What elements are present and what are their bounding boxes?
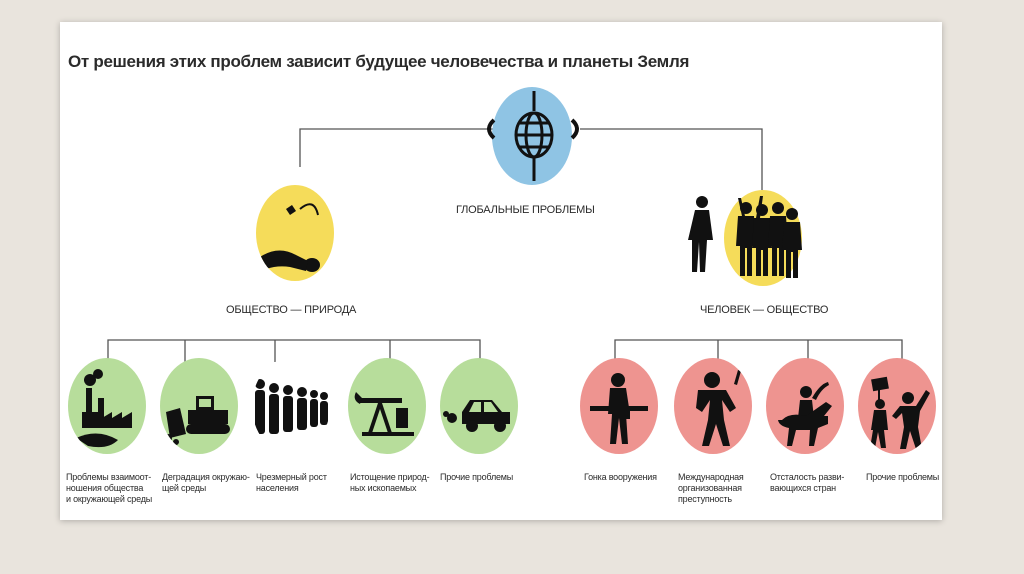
factory-icon bbox=[68, 358, 146, 454]
caption-arms-race: Гонка вооружения bbox=[584, 472, 657, 483]
other-nature-circle bbox=[440, 358, 518, 454]
slide: От решения этих проблем зависит будущее … bbox=[60, 22, 942, 520]
arms-race-circle bbox=[580, 358, 658, 454]
crowd-icon bbox=[252, 358, 330, 454]
car-icon bbox=[440, 358, 518, 454]
backwardness-circle bbox=[766, 358, 844, 454]
factory-circle bbox=[68, 358, 146, 454]
bulldozer-circle bbox=[160, 358, 238, 454]
other-society-circle bbox=[858, 358, 936, 454]
crowd-people-icon bbox=[686, 180, 806, 290]
resting-person-icon bbox=[256, 185, 334, 281]
caption-resource-depletion: Истощение природ- ных ископаемых bbox=[350, 472, 429, 494]
population-circle bbox=[252, 358, 330, 454]
soldier-icon bbox=[580, 358, 658, 454]
caption-environment-degradation: Деградация окружаю- щей среды bbox=[162, 472, 250, 494]
caption-population-growth: Чрезмерный рост населения bbox=[256, 472, 327, 494]
protesters-icon bbox=[858, 358, 936, 454]
branch-right-label: ЧЕЛОВЕК — ОБЩЕСТВО bbox=[700, 304, 828, 316]
resources-circle bbox=[348, 358, 426, 454]
caption-backwardness: Отсталость разви- вающихся стран bbox=[770, 472, 844, 494]
root-label: ГЛОБАЛЬНЫЕ ПРОБЛЕМЫ bbox=[456, 204, 595, 216]
branch-left-circle bbox=[256, 185, 334, 281]
caption-other-society: Прочие проблемы bbox=[866, 472, 939, 483]
donkey-rider-icon bbox=[766, 358, 844, 454]
caption-environment-relations: Проблемы взаимоот- ношения общества и ок… bbox=[66, 472, 152, 505]
oil-pump-icon bbox=[348, 358, 426, 454]
criminal-icon bbox=[674, 358, 752, 454]
caption-organized-crime: Международная организованная преступност… bbox=[678, 472, 744, 505]
bulldozer-icon bbox=[160, 358, 238, 454]
caption-other-nature: Прочие проблемы bbox=[440, 472, 513, 483]
globe-side-marks bbox=[484, 118, 582, 140]
branch-left-label: ОБЩЕСТВО — ПРИРОДА bbox=[226, 304, 356, 316]
crime-circle bbox=[674, 358, 752, 454]
